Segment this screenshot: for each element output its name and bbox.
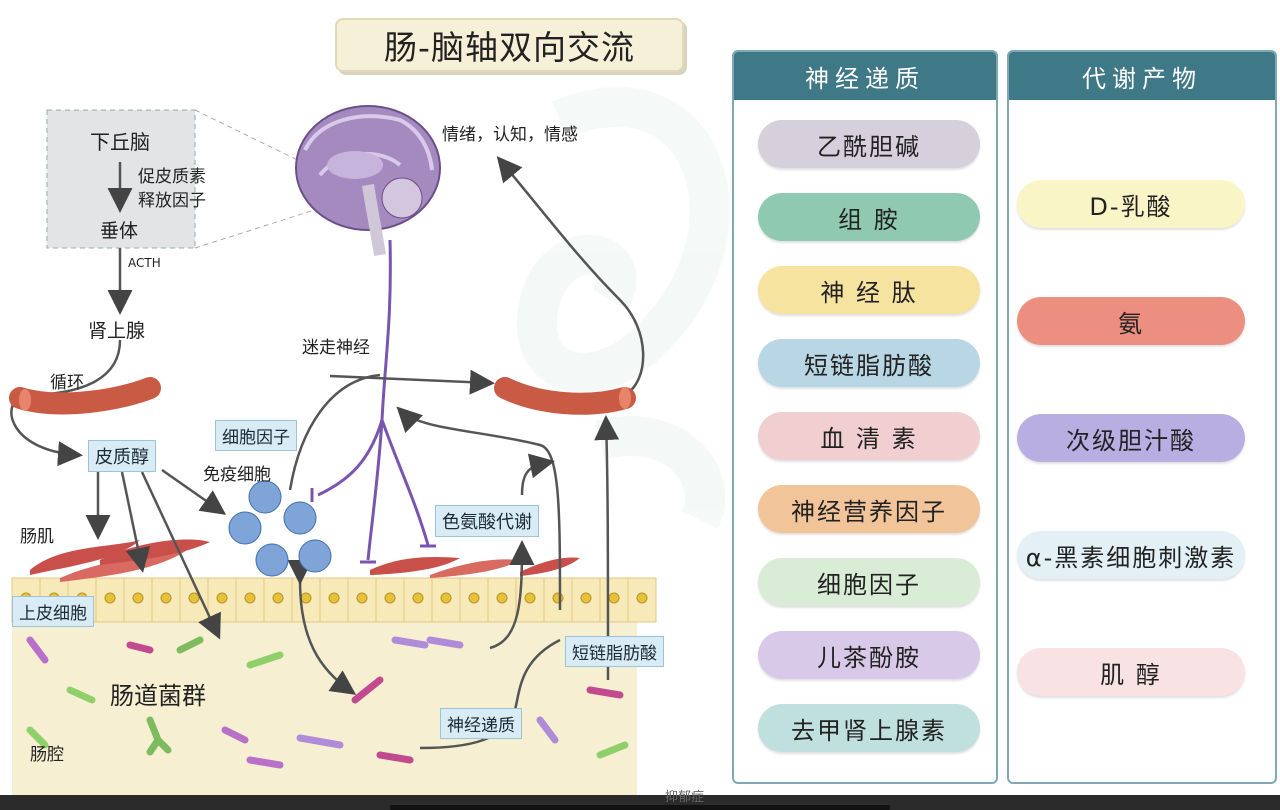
immune-cell-label: 免疫细胞 (203, 465, 271, 485)
hypothalamus-label: 下丘脑 (90, 130, 150, 154)
brain-illustration (295, 105, 441, 256)
adrenal-label: 肾上腺 (88, 320, 146, 342)
vagus-nerve (310, 239, 436, 564)
vagus-label: 迷走神经 (302, 338, 370, 358)
lumen-area (12, 620, 637, 795)
lumen-label: 肠腔 (30, 745, 64, 765)
metabolite-panel-title: 代谢产物 (1009, 52, 1275, 100)
neuro-item: 短链脂肪酸 (758, 339, 980, 387)
crf-label-2: 释放因子 (138, 191, 206, 211)
metab-item: α-黑素细胞刺激素 (1017, 531, 1245, 579)
blood-vessel-left (9, 377, 161, 415)
epithelium-tag: 上皮细胞 (12, 596, 94, 627)
neuro-item: 儿茶酚胺 (758, 631, 980, 679)
cortisol-tag: 皮质醇 (88, 440, 156, 472)
pituitary-label: 垂体 (100, 220, 139, 242)
neuro-item: 细胞因子 (758, 558, 980, 606)
neuro-item: 神经营养因子 (758, 485, 980, 533)
neurotransmitter-panel-title: 神经递质 (734, 52, 996, 100)
neuro-item: 神 经 肽 (758, 266, 980, 314)
muscle-fibers (30, 539, 580, 582)
metab-item: 次级胆汁酸 (1017, 414, 1245, 462)
microbiota-label: 肠道菌群 (110, 682, 206, 710)
gut-bacteria (26, 636, 629, 769)
metab-item: 肌 醇 (1017, 648, 1245, 696)
bottom-bar (0, 795, 1280, 810)
neurotransmitter-panel: 神经递质 乙酰胆碱组 胺神 经 肽短链脂肪酸血 清 素神经营养因子细胞因子儿茶酚… (732, 50, 998, 784)
tryptophan-tag: 色氨酸代谢 (435, 505, 539, 537)
metab-item: D-乳酸 (1017, 180, 1245, 228)
neuro-item: 去甲肾上腺素 (758, 704, 980, 752)
muscle-label: 肠肌 (20, 527, 54, 547)
page-title: 肠-脑轴双向交流 (335, 18, 684, 72)
emotion-label: 情绪，认知，情感 (442, 125, 578, 145)
metab-item: 氨 (1017, 297, 1245, 345)
crf-label-1: 促皮质素 (138, 167, 206, 187)
footer-text: 抑郁症 (665, 790, 705, 805)
metabolite-panel: 代谢产物 D-乳酸氨次级胆汁酸 α-黑素细胞刺激素肌 醇 (1007, 50, 1277, 784)
blood-vessel-right (494, 377, 636, 415)
neuro-item: 组 胺 (758, 193, 980, 241)
cytokine-tag: 细胞因子 (215, 420, 297, 451)
neuro-item: 血 清 素 (758, 412, 980, 460)
circulation-label: 循环 (50, 373, 84, 393)
immune-cells (228, 480, 332, 577)
acth-label: ACTH (128, 256, 161, 270)
scfa-tag: 短链脂肪酸 (565, 636, 664, 667)
watermark (516, 87, 730, 529)
neurotransmitter-tag: 神经递质 (440, 708, 522, 739)
neuro-item: 乙酰胆碱 (758, 120, 980, 168)
